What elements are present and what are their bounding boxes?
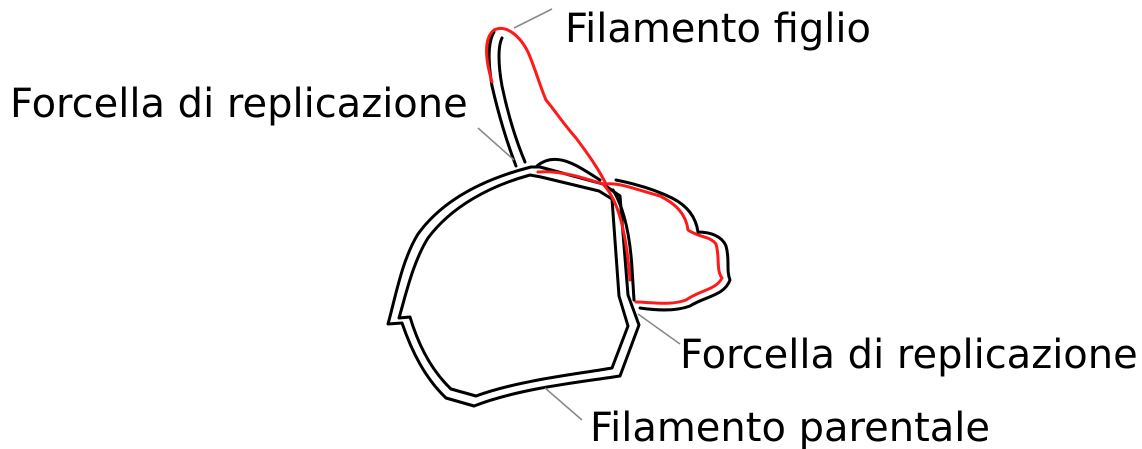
right-lobe-parental: [613, 180, 730, 310]
label-daughter-strand: Filamento figlio: [565, 6, 871, 52]
upper-loop-dark-inner: [499, 38, 525, 162]
label-parental-strand: Filamento parentale: [590, 405, 990, 449]
leader-parental-strand: [545, 388, 582, 420]
upper-loop-parental: [489, 32, 600, 180]
label-fork-left: Forcella di replicazione: [10, 81, 468, 127]
label-fork-right: Forcella di replicazione: [680, 332, 1138, 378]
daughter-strand: [487, 28, 722, 303]
upper-loop-dark-outer: [489, 32, 516, 166]
parental-strand: [388, 167, 639, 406]
leader-daughter-strand: [514, 9, 552, 28]
leader-fork-right: [638, 314, 680, 344]
parental-strand-inner: [399, 175, 628, 396]
